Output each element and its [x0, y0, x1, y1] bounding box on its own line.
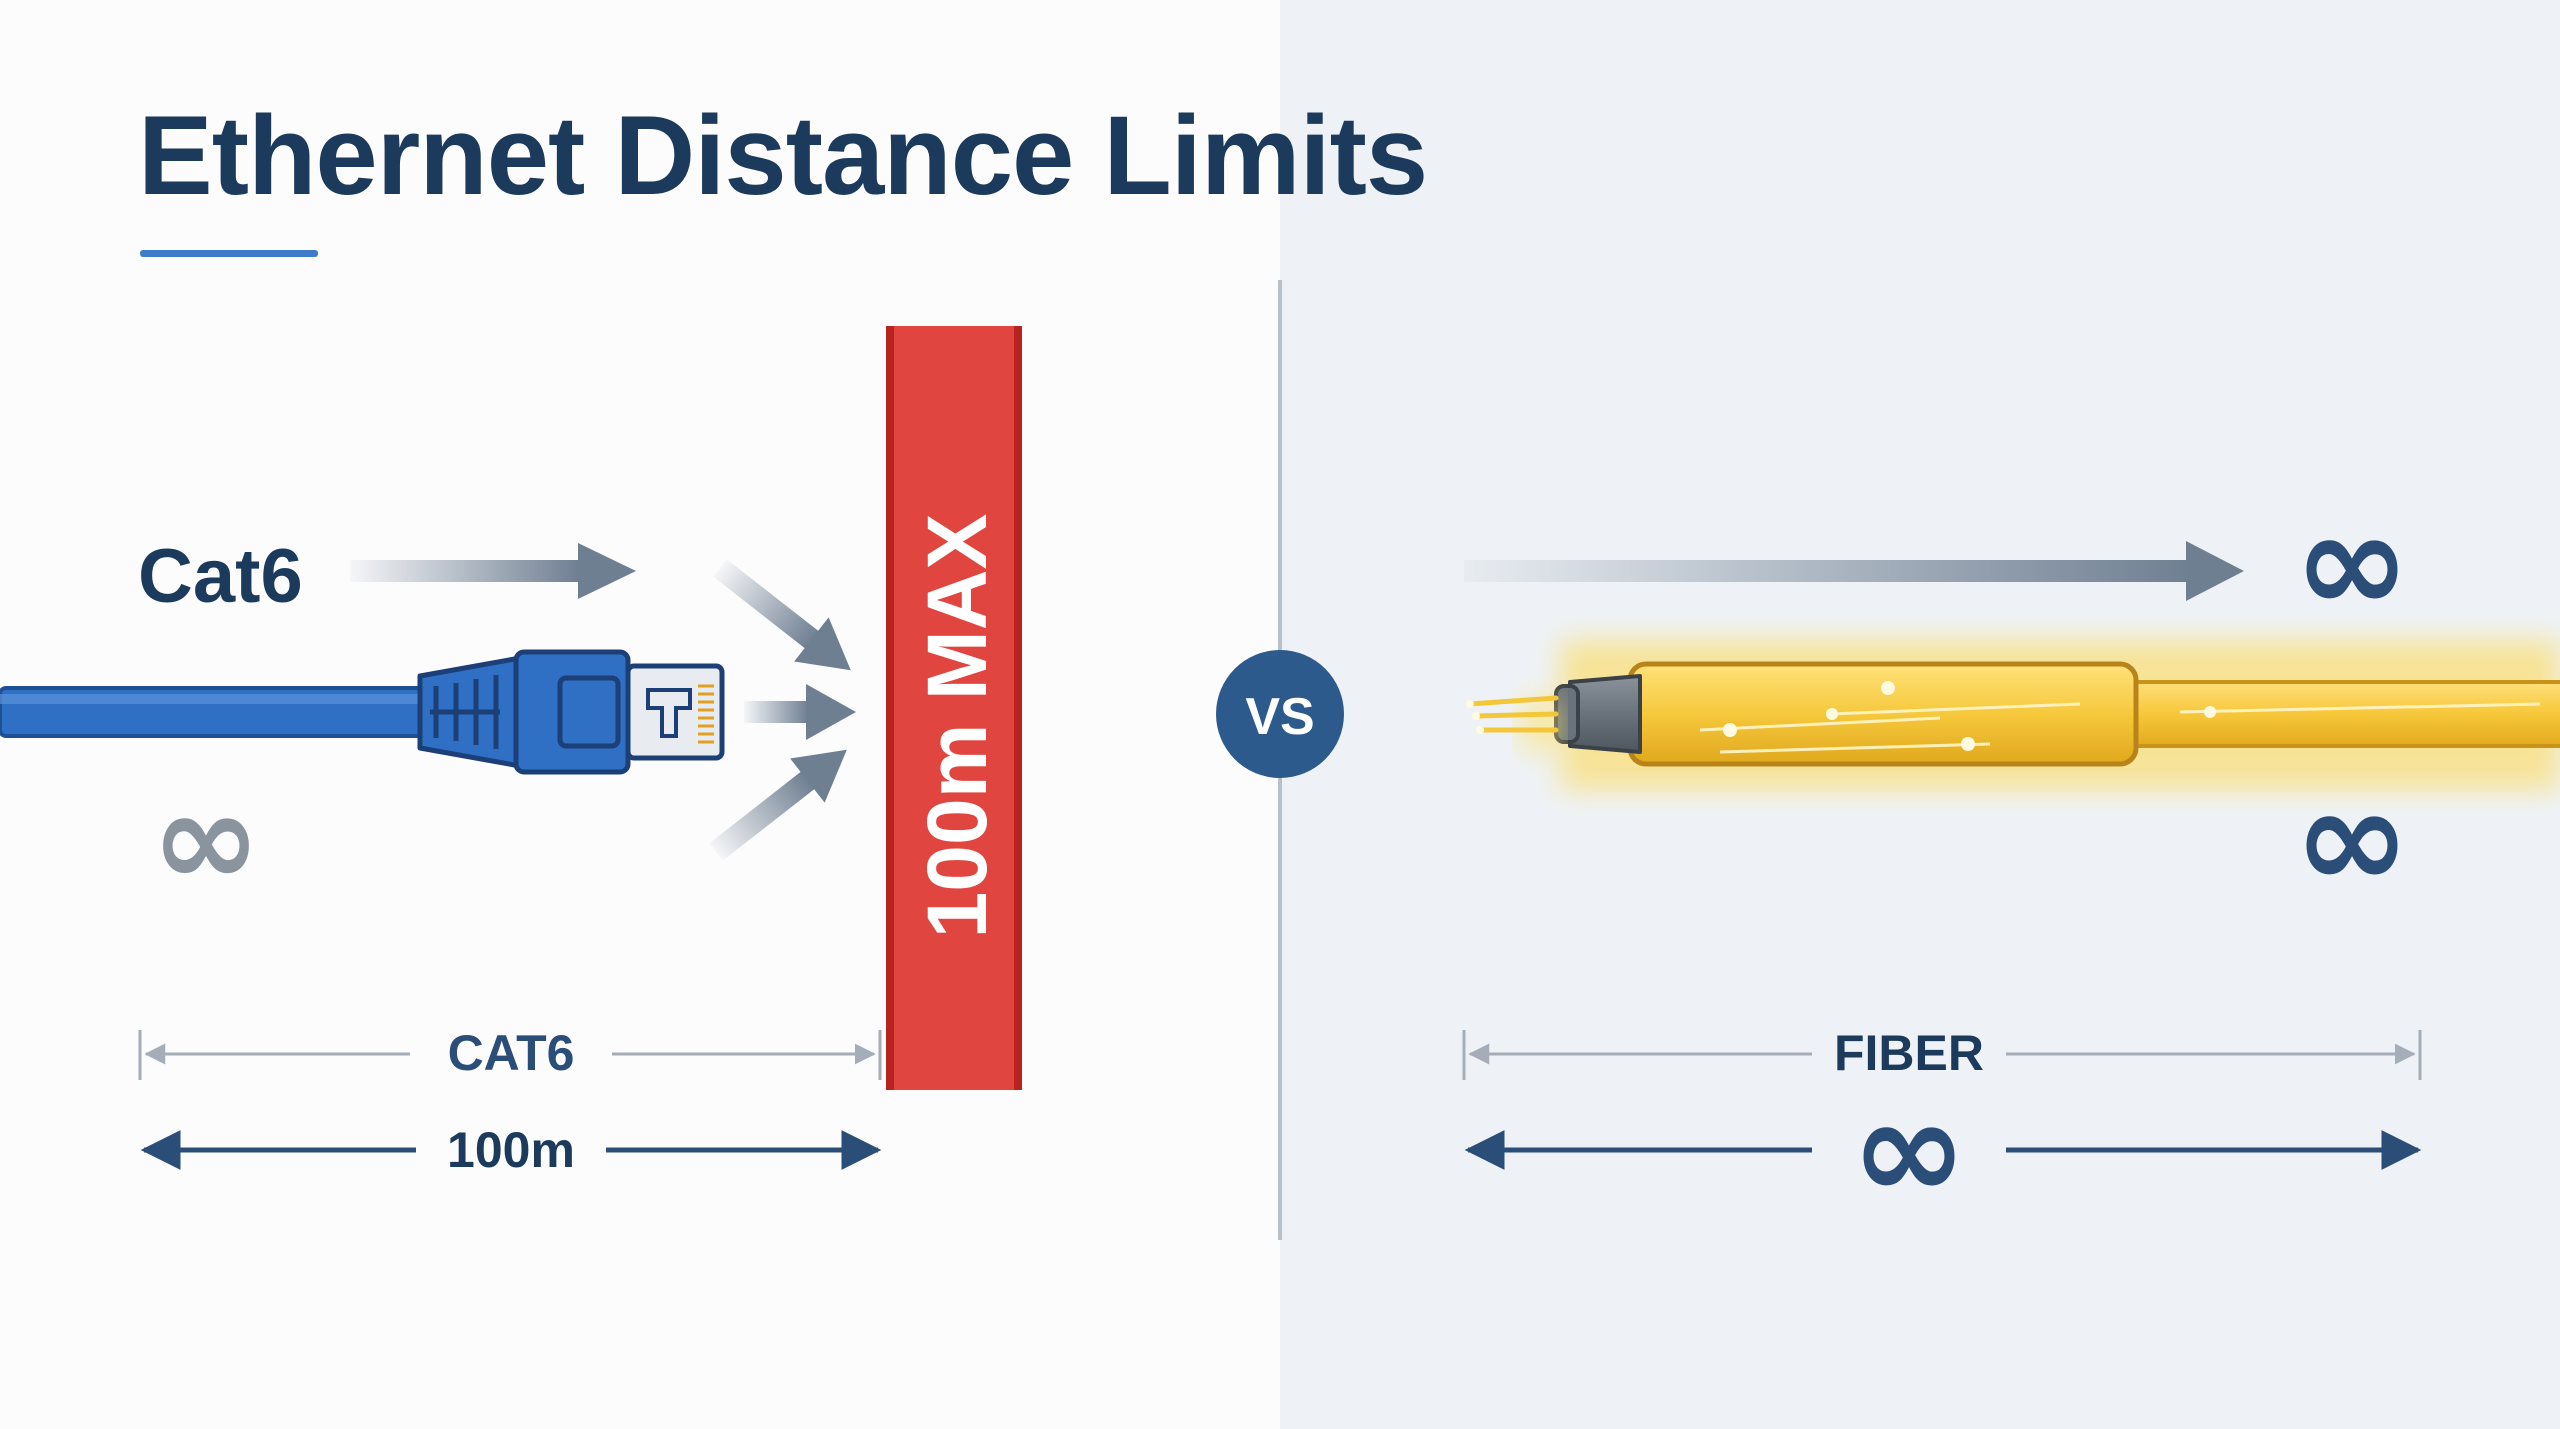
- copper-distance-arrow: 100m: [140, 1122, 882, 1178]
- copper-distance-label: 100m: [447, 1122, 575, 1178]
- distance-barrier: 100m MAX: [886, 326, 1022, 1090]
- vs-badge: VS: [1216, 650, 1344, 778]
- vs-label: VS: [1245, 688, 1314, 746]
- cat6-dimension: CAT6: [138, 1025, 882, 1081]
- fiber-dim-label: FIBER: [1834, 1025, 1984, 1081]
- arrow-right-icon: [350, 543, 636, 599]
- fiber-optic-cable-icon: [1466, 640, 2560, 790]
- barrier-label: 100m MAX: [910, 514, 1004, 939]
- signal-arrows: [709, 559, 856, 861]
- infinity-icon: ∞: [2294, 758, 2411, 921]
- rj45-connector-icon: [417, 649, 725, 775]
- infinity-icon: ∞: [1851, 1069, 1968, 1232]
- title-underline: [140, 250, 318, 257]
- infinity-icon: ∞: [151, 763, 261, 917]
- arrow-right-icon: [1464, 541, 2244, 601]
- page-title: Ethernet Distance Limits: [138, 93, 1428, 218]
- infinity-icon: ∞: [2294, 482, 2411, 645]
- cable-label: Cat6: [138, 534, 303, 619]
- fiber-dimension: FIBER: [1462, 1025, 2422, 1081]
- cat6-dim-label: CAT6: [448, 1025, 575, 1081]
- fiber-distance-arrow: ∞: [1464, 1069, 2422, 1232]
